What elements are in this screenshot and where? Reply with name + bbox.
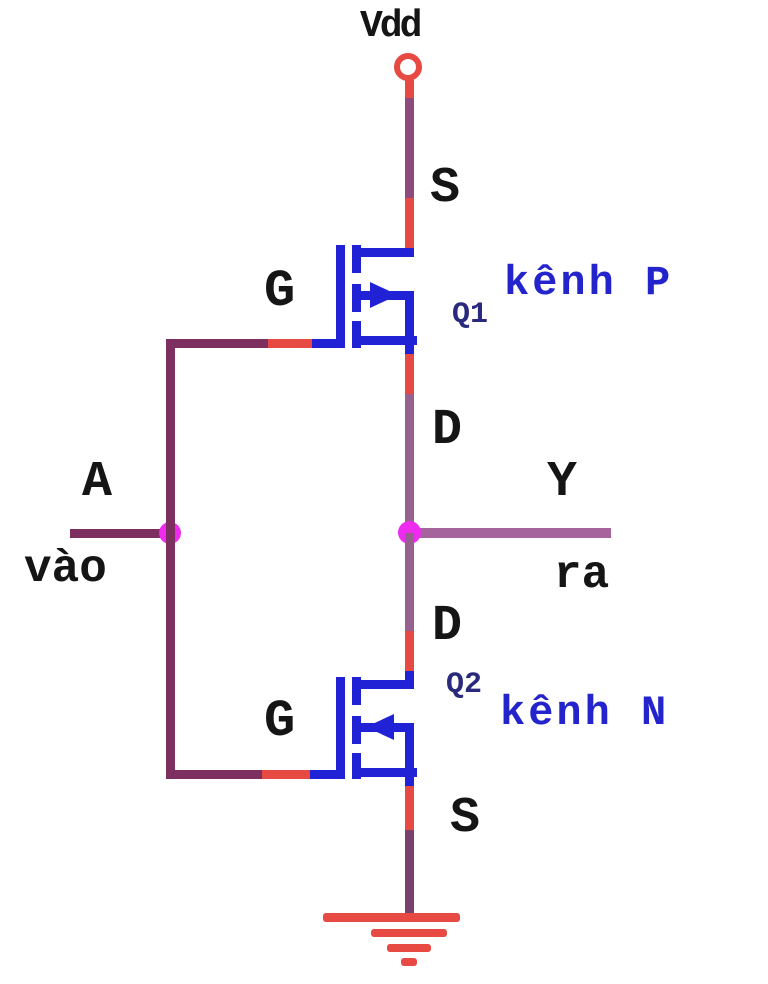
ground-bar (401, 958, 417, 966)
ground-bar (323, 913, 460, 922)
q2-drain-lead (405, 671, 414, 683)
q1-gate-plate (336, 245, 345, 345)
q2-source-lead (405, 776, 414, 788)
q2-drain-label: D (432, 598, 463, 655)
q1-body-connector (405, 291, 414, 345)
wire-gate-bus (166, 339, 175, 779)
q1-channel-bar (352, 284, 361, 312)
wire-g2-blue (310, 770, 345, 779)
q2-gate-label: G (264, 692, 296, 751)
q2-source-label: S (450, 790, 481, 847)
q1-channel-label: kênh P (504, 259, 674, 307)
output-caption-label: ra (554, 549, 610, 601)
q2-drain-stub (352, 680, 414, 689)
q2-body-arrow-icon (366, 714, 394, 740)
q2-channel-bar (352, 677, 361, 705)
wire-vdd-purple (405, 98, 414, 200)
q2-body-connector (405, 723, 414, 777)
q2-channel-bar (352, 716, 361, 744)
ground-bar (387, 944, 431, 952)
wire-d1-mauve (405, 394, 414, 534)
wire-input (70, 529, 170, 538)
output-junction-dot (398, 521, 421, 544)
input-name-label: A (82, 454, 113, 511)
q2-source-stub (352, 768, 417, 777)
q1-body-arrow-icon (370, 282, 398, 308)
wire-vdd-red-upper (405, 80, 414, 100)
ground-bar (371, 929, 447, 937)
q2-id-label: Q2 (446, 668, 483, 702)
vdd-terminal-icon (394, 53, 422, 81)
q1-id-label: Q1 (452, 298, 489, 332)
wire-d2-red (405, 631, 414, 673)
q2-gate-plate (336, 677, 345, 777)
output-name-label: Y (547, 454, 578, 511)
q2-channel-bar (352, 753, 361, 779)
wire-s2-red (405, 786, 414, 832)
wire-g2-maroon (166, 770, 262, 779)
wire-g1-red (268, 339, 314, 348)
wire-g2-red (262, 770, 312, 779)
wire-g1-maroon (166, 339, 268, 348)
wire-g1-blue (312, 339, 345, 348)
q1-channel-bar (352, 321, 361, 348)
q1-source-label: S (430, 160, 461, 217)
q1-channel-bar (352, 245, 361, 273)
q2-channel-label: kênh N (500, 689, 670, 737)
wire-s2-purple (405, 830, 414, 918)
q1-drain-stub (352, 336, 417, 345)
wire-d2-mauve (405, 533, 414, 633)
wire-output (409, 528, 611, 538)
vdd-label: Vdd (360, 5, 422, 48)
wire-d1-red (405, 354, 414, 396)
wire-vdd-red-lower (405, 198, 414, 250)
q1-drain-lead (405, 344, 414, 356)
input-caption-label: vào (24, 543, 107, 595)
q1-gate-label: G (264, 262, 296, 321)
q1-drain-label: D (432, 402, 463, 459)
q1-source-stub (352, 248, 414, 257)
